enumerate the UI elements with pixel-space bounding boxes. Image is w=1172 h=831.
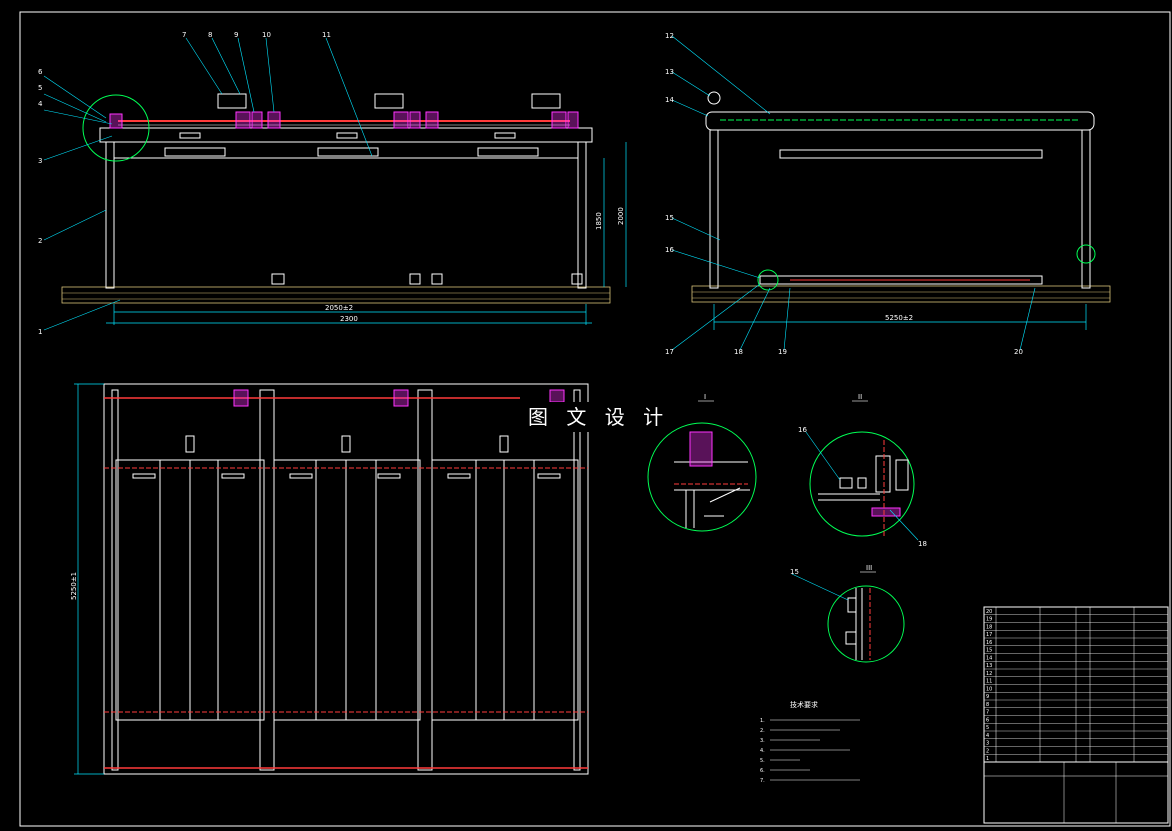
detail-III: III 15 <box>790 564 905 663</box>
leader-15: 15 <box>665 214 674 222</box>
svg-text:I: I <box>704 393 706 401</box>
leader-11: 11 <box>322 31 331 39</box>
detail-circle-I <box>82 94 150 162</box>
bom-row-number: 5 <box>986 725 989 731</box>
bom-row-number: 10 <box>986 686 992 692</box>
technical-notes: 技术要求 1. 2. 3. 4. 5. 6. 7. <box>760 700 860 784</box>
bom-row-number: 7 <box>986 710 989 716</box>
leader-14: 14 <box>665 96 674 104</box>
bom-row-number: 14 <box>986 655 992 661</box>
detail-II: II 16 18 <box>798 393 927 548</box>
side-top-beam <box>705 111 1095 131</box>
side-ground-hatch <box>691 285 1111 303</box>
plan-bay-2 <box>273 459 421 721</box>
detail-circle-III <box>1076 244 1096 264</box>
leader-5: 5 <box>38 84 42 92</box>
leader-7: 7 <box>182 31 186 39</box>
bom-row-number: 3 <box>986 741 989 747</box>
side-view: 5250±2 12 13 14 15 16 17 18 19 20 <box>665 32 1111 356</box>
bom-row-number: 2 <box>986 748 989 754</box>
note-4: 4. <box>760 748 765 754</box>
dim-side-length: 5250±2 <box>885 314 913 322</box>
bom-row-number: 8 <box>986 702 989 708</box>
leader-2: 2 <box>38 237 42 245</box>
dim-height-b: 2000 <box>617 207 625 225</box>
leader-4: 4 <box>38 100 43 108</box>
bom-row-number: 9 <box>986 694 989 700</box>
motor-1 <box>217 93 247 109</box>
note-7: 7. <box>760 778 765 784</box>
detail-I: I <box>647 393 757 532</box>
bom-row-number: 4 <box>986 733 989 739</box>
bom-row-number: 16 <box>986 640 992 646</box>
bom-row-number: 6 <box>986 717 989 723</box>
dim-width-inner: 2050±2 <box>325 304 353 312</box>
svg-text:III: III <box>866 564 872 572</box>
dim-plan-length: 5250±1 <box>70 572 78 600</box>
leader-13: 13 <box>665 68 674 76</box>
leader-16: 16 <box>665 246 674 254</box>
svg-text:II: II <box>858 393 862 401</box>
right-post <box>577 141 587 289</box>
leader-18: 18 <box>734 348 743 356</box>
plan-view: 5250±1 <box>70 383 589 775</box>
watermark-text: 图 文 设 计 <box>528 405 669 429</box>
front-view: 1850 2000 2050±2 2300 7 8 9 10 11 6 5 4 … <box>38 31 627 336</box>
detail-label-18: 18 <box>918 540 927 548</box>
notes-title: 技术要求 <box>790 700 818 709</box>
bom-row-number: 20 <box>986 609 992 615</box>
bom-row-number: 11 <box>986 679 992 685</box>
note-5: 5. <box>760 758 765 764</box>
note-2: 2. <box>760 728 765 734</box>
bom-row-number: 15 <box>986 648 992 654</box>
dim-width-total: 2300 <box>340 315 358 323</box>
bom-row-number: 18 <box>986 624 992 630</box>
motor-3 <box>531 93 561 109</box>
leader-19: 19 <box>778 348 787 356</box>
top-beam <box>99 127 593 143</box>
leader-12: 12 <box>665 32 674 40</box>
leader-10: 10 <box>262 31 271 39</box>
leader-17: 17 <box>665 348 674 356</box>
dim-height-a: 1850 <box>595 212 603 230</box>
bom-row-number: 12 <box>986 671 992 677</box>
leader-6: 6 <box>38 68 43 76</box>
motor-2 <box>374 93 404 109</box>
bom-row-number: 17 <box>986 632 992 638</box>
leader-9: 9 <box>234 31 238 39</box>
bom-row-number: 19 <box>986 617 992 623</box>
leader-1: 1 <box>38 328 42 336</box>
leader-8: 8 <box>208 31 212 39</box>
drawing-border <box>19 11 1171 827</box>
detail-label-16: 16 <box>798 426 807 434</box>
note-6: 6. <box>760 768 765 774</box>
plan-outer <box>103 383 589 775</box>
note-3: 3. <box>760 738 765 744</box>
plan-bay-3 <box>431 459 579 721</box>
left-post <box>105 141 115 289</box>
bom-row-number: 13 <box>986 663 992 669</box>
note-1: 1. <box>760 718 765 724</box>
leader-3: 3 <box>38 157 42 165</box>
ground-hatch <box>61 286 611 304</box>
leader-20: 20 <box>1014 348 1023 356</box>
detail-label-15: 15 <box>790 568 799 576</box>
detail-circle-II <box>757 269 779 291</box>
bom-row-number: 1 <box>986 756 989 762</box>
